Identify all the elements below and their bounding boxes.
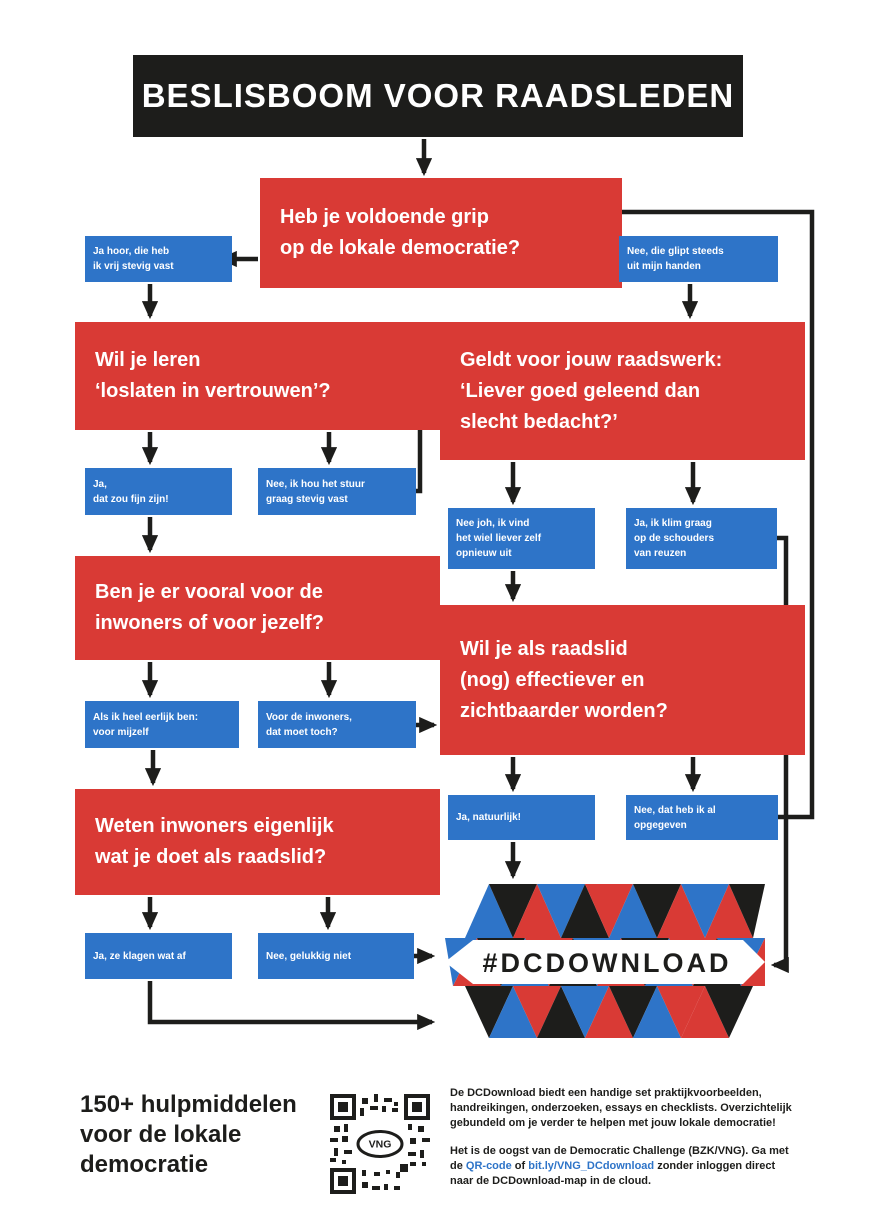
footer-paragraph-2: Het is de oogst van de Democratic Challe… <box>450 1144 795 1190</box>
answer-voor-de-inwoners: Voor de inwoners, dat moet toch? <box>258 701 416 748</box>
arrow-a12-q1-loop <box>586 203 815 820</box>
question-voldoende-grip: Heb je voldoende grip op de lokale democ… <box>260 178 622 288</box>
question-inwoners-of-jezelf: Ben je er vooral voor de inwoners of voo… <box>75 556 440 660</box>
arrow-a7-logo <box>147 981 436 1031</box>
dcdownload-logo: #DCDOWNLOAD <box>445 882 765 1040</box>
dcdownload-banner <box>445 940 765 984</box>
answer-stevig-vast: Ja hoor, die heb ik vrij stevig vast <box>85 236 232 282</box>
bitly-link[interactable]: bit.ly/VNG_DCdownload <box>528 1159 655 1172</box>
answer-stuur-stevig-vast: Nee, ik hou het stuur graag stevig vast <box>258 468 416 515</box>
answer-schouders-van-reuzen: Ja, ik klim graag op de schouders van re… <box>626 508 777 569</box>
qr-modules <box>330 1094 430 1194</box>
question-weten-inwoners: Weten inwoners eigenlijk wat je doet als… <box>75 789 440 895</box>
dcdownload-label: #DCDOWNLOAD <box>483 948 732 978</box>
footer-para2-text-after: zonder inloggen direct naar de DCDownloa… <box>450 1159 776 1187</box>
answer-glipt-uit-handen: Nee, die glipt steeds uit mijn handen <box>619 236 778 282</box>
answer-heb-ik-al-opgegeven: Nee, dat heb ik al opgegeven <box>626 795 778 840</box>
footer-paragraph-1: De DCDownload biedt een handige set prak… <box>450 1087 792 1130</box>
title-banner: BESLISBOOM VOOR RAADSLEDEN <box>133 55 743 137</box>
poster-title: BESLISBOOM VOOR RAADSLEDEN <box>141 77 735 114</box>
footer-heading: 150+ hulpmiddelen voor de lokale democra… <box>80 1091 297 1178</box>
answer-ze-klagen-wat-af: Ja, ze klagen wat af <box>85 933 232 979</box>
vng-logo-oval <box>356 1130 404 1158</box>
qr-code: VNG <box>330 1094 430 1194</box>
answer-voor-mijzelf: Als ik heel eerlijk ben: voor mijzelf <box>85 701 239 748</box>
footer-para2-text-mid: of <box>511 1159 529 1172</box>
footer-description: De DCDownload biedt een handige set prak… <box>450 1086 795 1201</box>
qr-code-link[interactable]: QR-code <box>465 1159 512 1172</box>
answer-gelukkig-niet: Nee, gelukkig niet <box>258 933 414 979</box>
question-goed-geleend: Geldt voor jouw raadswerk: ‘Liever goed … <box>440 322 805 460</box>
footer-para2-text-before: Het is de oogst van de Democratic Challe… <box>450 1144 789 1172</box>
answer-ja-natuurlijk: Ja, natuurlijk! <box>448 795 595 840</box>
question-effectiever-zichtbaarder: Wil je als raadslid (nog) effectiever en… <box>440 605 805 755</box>
answer-wiel-zelf-uitvinden: Nee joh, ik vind het wiel liever zelf op… <box>448 508 595 569</box>
answer-dat-zou-fijn-zijn: Ja, dat zou fijn zijn! <box>85 468 232 515</box>
question-loslaten-in-vertrouwen: Wil je leren ‘loslaten in vertrouwen’? <box>75 322 440 430</box>
vng-logo-label: VNG <box>369 1139 392 1151</box>
